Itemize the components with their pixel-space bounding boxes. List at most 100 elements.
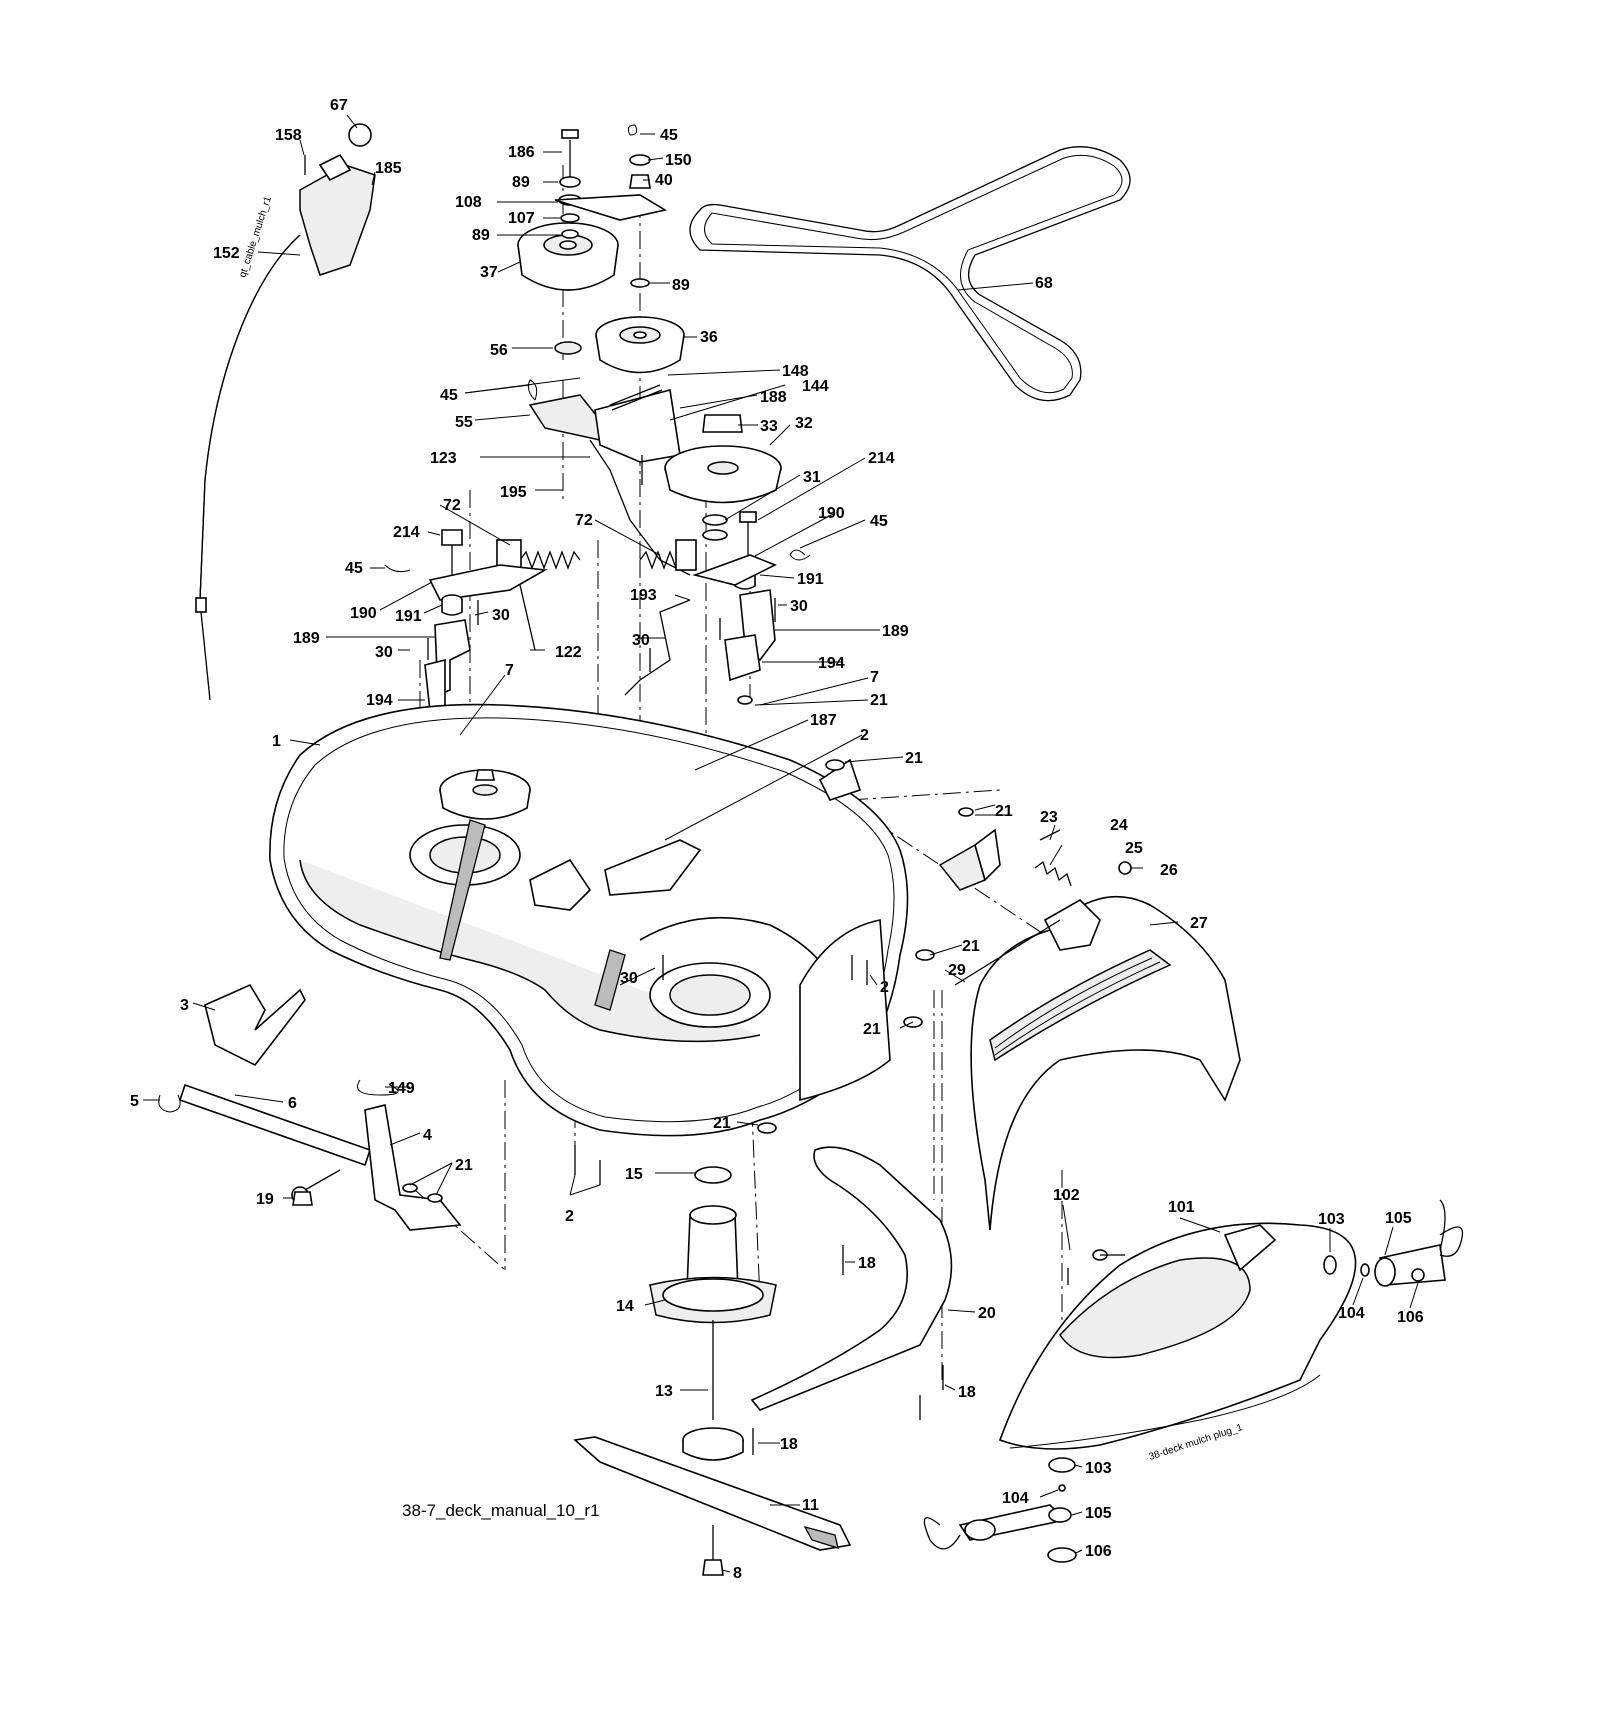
belt-guard (750, 1146, 953, 1411)
callout-14: 14 (616, 1298, 634, 1315)
knob-assemblies (923, 1199, 1464, 1563)
callout-18-c: 18 (780, 1436, 798, 1453)
callout-31: 31 (803, 469, 821, 486)
callout-194-left: 194 (366, 692, 393, 709)
callout-25: 25 (1125, 840, 1143, 857)
callout-1: 1 (272, 733, 281, 750)
callout-214-left: 214 (393, 524, 420, 541)
callout-7-left: 7 (505, 662, 514, 679)
callout-152: 152 (213, 245, 240, 262)
callout-89-b: 89 (472, 227, 490, 244)
callout-108: 108 (455, 194, 482, 211)
callout-158: 158 (275, 127, 302, 144)
callout-106-top: 106 (1397, 1309, 1424, 1326)
callout-188: 188 (760, 389, 787, 406)
callout-149: 149 (388, 1080, 415, 1097)
callout-32: 32 (795, 415, 813, 432)
callout-45-right: 45 (870, 513, 888, 530)
spindle-assembly (573, 1166, 852, 1576)
callout-122: 122 (555, 644, 582, 661)
callout-15: 15 (625, 1166, 643, 1183)
callout-30-a: 30 (492, 607, 510, 624)
clutch-cable-assembly: qt_cable_mulch_r1 (195, 123, 376, 701)
callout-30-e: 30 (620, 970, 638, 987)
callout-24: 24 (1110, 817, 1128, 834)
callout-68: 68 (1035, 275, 1053, 292)
callout-45-left: 45 (345, 560, 363, 577)
callout-193: 193 (630, 587, 657, 604)
callout-40: 40 (655, 172, 673, 189)
callout-29: 29 (948, 962, 966, 979)
callout-150: 150 (665, 152, 692, 169)
callout-8: 8 (733, 1565, 742, 1582)
callout-30-b: 30 (790, 598, 808, 615)
idler-pulleys (517, 129, 685, 485)
callout-185: 185 (375, 160, 402, 177)
callout-30-d: 30 (375, 644, 393, 661)
callout-13: 13 (655, 1383, 673, 1400)
callout-55: 55 (455, 414, 473, 431)
callout-21-a: 21 (870, 692, 888, 709)
callout-33: 33 (760, 418, 778, 435)
callout-21-f: 21 (455, 1157, 473, 1174)
springs-brackets (424, 529, 777, 741)
callout-102: 102 (1053, 1187, 1080, 1204)
callout-45-b: 45 (440, 387, 458, 404)
callout-20: 20 (978, 1305, 996, 1322)
callout-104-top: 104 (1338, 1305, 1365, 1322)
callout-27: 27 (1190, 915, 1208, 932)
callout-45-top: 45 (660, 127, 678, 144)
callout-56: 56 (490, 342, 508, 359)
mulch-plug: 38-deck mulch plug_1 (998, 1222, 1357, 1463)
callout-21-d: 21 (962, 938, 980, 955)
callout-30-c: 30 (632, 632, 650, 649)
callout-104-bottom: 104 (1002, 1490, 1029, 1507)
callout-89-a: 89 (512, 174, 530, 191)
callout-6: 6 (288, 1095, 297, 1112)
callout-19: 19 (256, 1191, 274, 1208)
callout-26: 26 (1160, 862, 1178, 879)
callout-67: 67 (330, 97, 348, 114)
callout-191-left: 191 (395, 608, 422, 625)
callout-72-left: 72 (443, 497, 461, 514)
callout-103-bottom: 103 (1085, 1460, 1112, 1477)
idler-arm-rod (589, 439, 691, 576)
callout-186: 186 (508, 144, 535, 161)
callout-148: 148 (782, 363, 809, 380)
callout-21-e: 21 (863, 1021, 881, 1038)
callout-23: 23 (1040, 809, 1058, 826)
callout-105-bottom: 105 (1085, 1505, 1112, 1522)
callout-3: 3 (180, 997, 189, 1014)
callout-190-left: 190 (350, 605, 377, 622)
callout-2-top: 2 (860, 727, 869, 744)
hardware (292, 124, 1125, 1455)
discharge-chute (938, 828, 1241, 1231)
callout-2-bottom: 2 (565, 1208, 574, 1225)
callout-37: 37 (480, 264, 498, 281)
callout-18-b: 18 (958, 1384, 976, 1401)
callout-18-a: 18 (858, 1255, 876, 1272)
callout-105-top: 105 (1385, 1210, 1412, 1227)
callout-101: 101 (1168, 1199, 1195, 1216)
callout-190-right: 190 (818, 505, 845, 522)
callout-144: 144 (802, 378, 829, 395)
callout-194-right: 194 (818, 655, 845, 672)
callout-191-right: 191 (797, 571, 824, 588)
callout-7-right: 7 (870, 669, 879, 686)
callout-89-c: 89 (672, 277, 690, 294)
callout-2-mid: 2 (880, 979, 889, 996)
drive-belt (689, 146, 1131, 402)
callout-187: 187 (810, 712, 837, 729)
leader-lines (143, 114, 1419, 1573)
mower-deck (269, 703, 909, 1137)
callout-labels: 67 158 185 152 186 45 150 89 40 108 107 … (130, 97, 1424, 1582)
main-pulley (664, 414, 782, 560)
callout-106-bottom: 106 (1085, 1543, 1112, 1560)
callout-4: 4 (423, 1127, 432, 1144)
callout-36: 36 (700, 329, 718, 346)
callout-21-b: 21 (905, 750, 923, 767)
callout-103-top: 103 (1318, 1211, 1345, 1228)
callout-195: 195 (500, 484, 527, 501)
callout-107: 107 (508, 210, 535, 227)
